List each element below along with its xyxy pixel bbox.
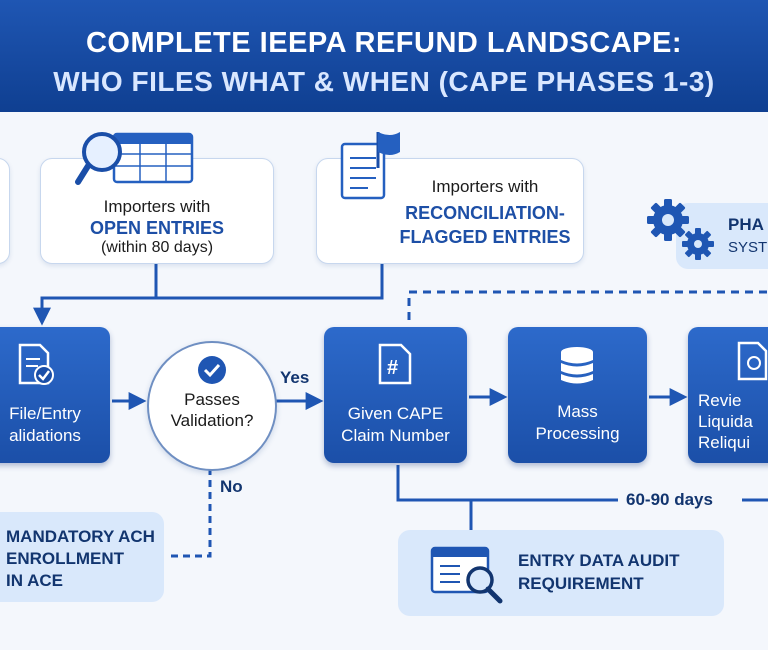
check-circle-icon: [198, 356, 226, 384]
title-line-2: WHO FILES WHAT & WHEN (CAPE PHASES 1-3): [53, 66, 715, 97]
title-banner: COMPLETE IEEPA REFUND LANDSCAPE: WHO FIL…: [0, 0, 768, 112]
ach-line-2: ENROLLMENT: [6, 549, 125, 568]
open-entries-line-2: OPEN ENTRIES: [89, 218, 225, 238]
decision-line-2: Validation?: [170, 411, 254, 430]
decision-line-1: Passes: [184, 390, 240, 409]
phase-line-2: SYST: [728, 239, 768, 256]
connector-open-entries: [33, 262, 158, 326]
cape-claim-line-1: Given CAPE: [347, 404, 444, 423]
yes-label: Yes: [280, 368, 310, 387]
validation-decision: Passes Validation?: [147, 341, 277, 471]
review-line-1: Revie: [698, 391, 742, 410]
review-box: Revie Liquida Reliqui: [688, 327, 768, 463]
audit-line-2: REQUIREMENT: [518, 574, 644, 593]
review-line-3: Reliqui: [698, 433, 750, 452]
search-document-icon: [737, 341, 768, 381]
cape-claim-box: # Given CAPE Claim Number: [324, 327, 467, 463]
audit-search-icon: [430, 546, 503, 604]
open-entries-line-1: Importers with: [103, 197, 211, 216]
reconciliation-line-2: RECONCILIATION-: [405, 203, 565, 223]
mass-line-2: Processing: [535, 424, 620, 443]
timeline-label: 60-90 days: [626, 490, 713, 509]
audit-requirement-card: ENTRY DATA AUDIT REQUIREMENT: [398, 530, 724, 616]
svg-text:#: #: [387, 357, 398, 379]
left-edge-card: [0, 158, 10, 264]
document-check-icon: [18, 343, 54, 385]
file-entry-line-2: alidations: [9, 426, 81, 445]
cape-claim-line-2: Claim Number: [341, 426, 450, 445]
document-flag-icon: [340, 132, 400, 200]
connector-reconciliation: [42, 262, 384, 300]
ach-line-3: IN ACE: [6, 571, 63, 590]
mass-line-1: Mass: [557, 402, 598, 421]
no-label: No: [220, 477, 243, 496]
title-line-1: COMPLETE IEEPA REFUND LANDSCAPE:: [85, 27, 683, 59]
phase-line-1: PHA: [728, 215, 764, 234]
ach-enrollment-card: MANDATORY ACH ENROLLMENT IN ACE: [0, 512, 164, 602]
audit-line-1: ENTRY DATA AUDIT: [518, 551, 680, 570]
connector-timeline: [396, 465, 618, 502]
file-entry-line-1: File/Entry: [9, 404, 81, 423]
connector-no-branch: [166, 468, 212, 558]
reconciliation-line-3: FLAGGED ENTRIES: [399, 227, 571, 247]
file-entry-validations-box: File/Entry alidations: [0, 327, 110, 463]
open-entries-line-3: (within 80 days): [100, 239, 214, 256]
gears-icon: [647, 199, 714, 260]
spreadsheet-search-icon: [75, 132, 194, 185]
review-line-2: Liquida: [698, 412, 753, 431]
ach-line-1: MANDATORY ACH: [6, 527, 155, 546]
connector-dashed-top: [407, 290, 768, 320]
mass-processing-box: Mass Processing: [508, 327, 647, 463]
database-icon: [561, 347, 593, 384]
reconciliation-line-1: Importers with: [431, 177, 539, 196]
hash-document-icon: #: [378, 343, 412, 385]
